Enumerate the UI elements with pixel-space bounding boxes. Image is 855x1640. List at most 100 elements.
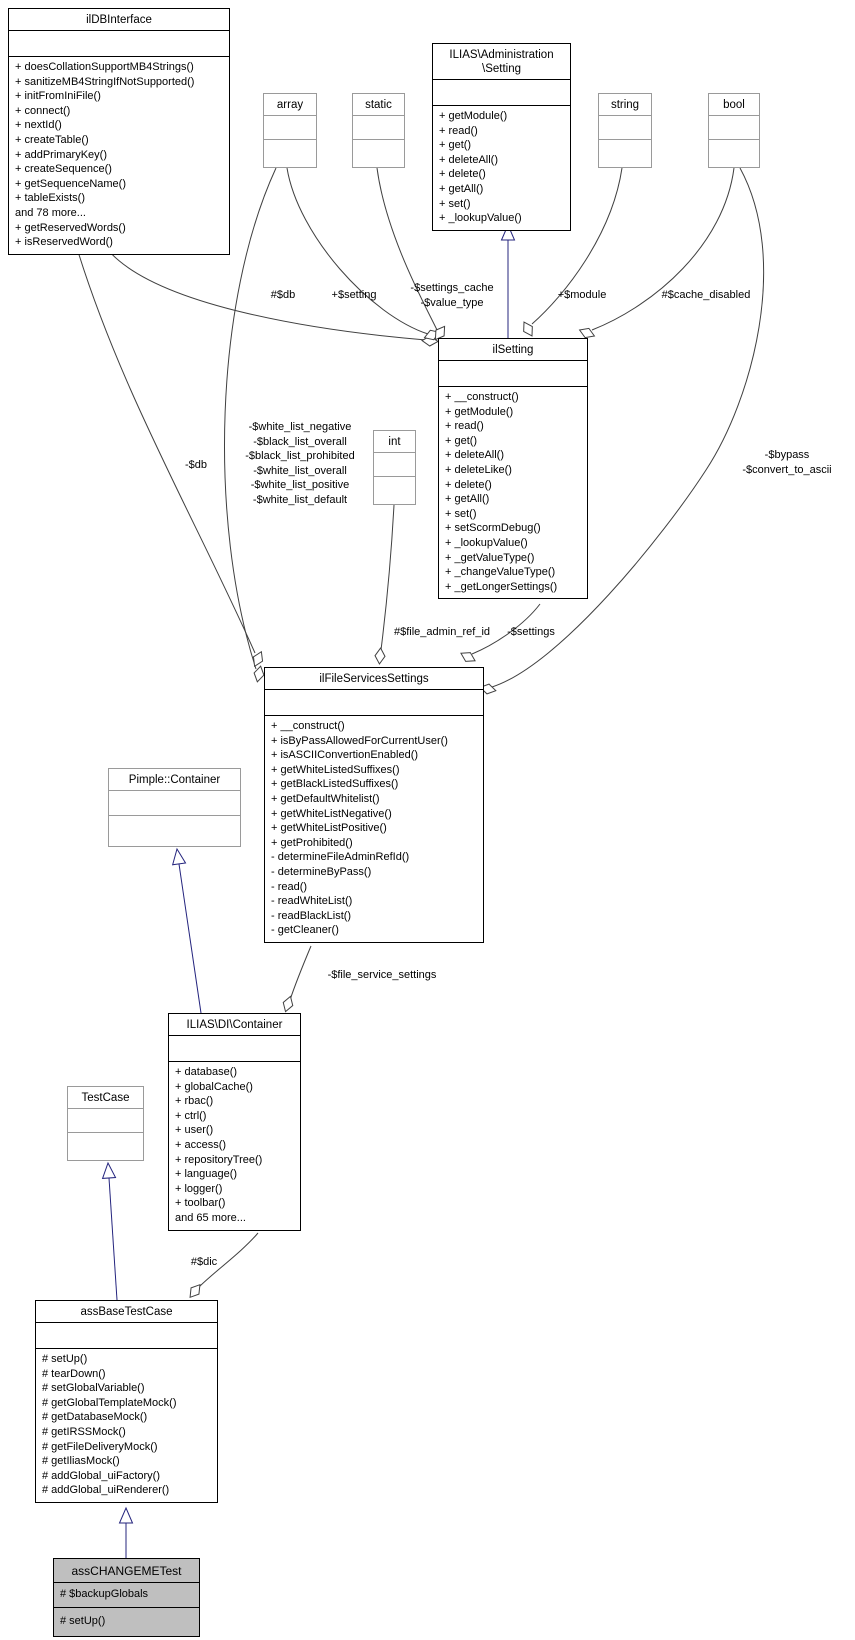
member-line: # getIRSSMock() <box>42 1425 126 1438</box>
member-line: # setUp() <box>60 1615 106 1627</box>
class-box-array: array <box>263 93 317 168</box>
edge-filesettings-to-dicontainer <box>289 945 312 1001</box>
class-title: ilDBInterface <box>9 9 229 31</box>
edge-ilsetting-to-filesettings <box>471 603 541 655</box>
edge-bool-to-ilsetting <box>591 167 735 331</box>
member-line: + __construct() <box>445 391 519 403</box>
class-box-int: int <box>373 430 416 505</box>
class-methods <box>353 140 404 147</box>
member-line: + createTable() <box>15 133 89 146</box>
class-box-bool: bool <box>708 93 760 168</box>
member-line: + get() <box>439 139 472 152</box>
member-line: + _changeValueType() <box>445 566 556 579</box>
class-attributes <box>374 453 415 477</box>
class-title: int <box>374 431 415 453</box>
member-line: # getDatabaseMock() <box>42 1411 148 1424</box>
class-methods <box>374 477 415 484</box>
member-line: # $backupGlobals <box>60 1588 149 1600</box>
member-line: + _getValueType() <box>445 551 535 564</box>
member-line: + initFromIniFile() <box>15 90 101 103</box>
member-line: + user() <box>175 1124 214 1137</box>
member-line: + getAll() <box>445 493 490 506</box>
member-line: + isReservedWord() <box>15 236 113 249</box>
member-line: + _lookupValue() <box>439 212 522 225</box>
class-box-ilias-di-container[interactable]: ILIAS\DI\Container + database()+ globalC… <box>168 1013 301 1231</box>
class-attributes <box>9 31 229 57</box>
member-line: + getAll() <box>439 182 484 195</box>
class-box-string: string <box>598 93 652 168</box>
member-line: # addGlobal_uiFactory() <box>42 1469 161 1482</box>
member-line: # getIliasMock() <box>42 1455 120 1468</box>
member-line: + ctrl() <box>175 1109 207 1122</box>
member-line: + set() <box>445 507 477 520</box>
class-methods <box>109 816 240 823</box>
member-line: + logger() <box>175 1182 223 1195</box>
member-line: + access() <box>175 1138 227 1151</box>
member-line: + getDefaultWhitelist() <box>271 792 380 805</box>
edge-db-to-filesettings <box>75 244 256 654</box>
member-line: + read() <box>445 420 484 433</box>
class-methods: + database()+ globalCache()+ rbac()+ ctr… <box>169 1062 300 1230</box>
edge-label-bypass: -$bypass -$convert_to_ascii <box>742 449 832 476</box>
class-box-asschangemetest[interactable]: assCHANGEMETest # $backupGlobals # setUp… <box>53 1558 200 1637</box>
member-line: + getModule() <box>439 110 508 122</box>
class-box-ilfileservicessettings[interactable]: ilFileServicesSettings + __construct()+ … <box>264 667 484 943</box>
class-methods: + __construct() + getModule() + read() + ge… <box>439 387 587 598</box>
member-line: + toolbar() <box>175 1197 226 1210</box>
class-box-assbasetestcase[interactable]: assBaseTestCase # setUp()# tearDown()# s… <box>35 1300 218 1503</box>
edge-array-to-ilsetting <box>286 167 429 335</box>
class-methods <box>264 140 316 147</box>
member-line: + delete() <box>439 168 486 181</box>
member-line: + getBlackListedSuffixes() <box>271 778 399 791</box>
edge-label-file-service-settings: -$file_service_settings <box>327 969 437 981</box>
edge-bool-to-filesettings <box>491 167 765 688</box>
member-line: + deleteAll() <box>439 153 499 166</box>
member-line: - readWhiteList() <box>271 895 353 908</box>
edge-int-to-filesettings <box>380 504 395 651</box>
class-box-ildbinterface[interactable]: ilDBInterface + doesCollationSupportMB4S… <box>8 8 230 255</box>
edge-label-db: #$db <box>270 289 296 301</box>
member-line: + getReservedWords() <box>15 221 126 234</box>
member-line: + read() <box>439 124 478 137</box>
class-title: string <box>599 94 651 116</box>
member-line: # getFileDeliveryMock() <box>42 1440 158 1453</box>
member-line: + language() <box>175 1168 238 1181</box>
class-methods: + doesCollationSupportMB4Strings()+ sani… <box>9 57 229 254</box>
member-line: + getModule() <box>445 405 514 418</box>
member-line: + createSequence() <box>15 163 112 176</box>
member-line: + deleteAll() <box>445 449 505 462</box>
member-line: + tableExists() <box>15 192 85 205</box>
member-line: + sanitizeMB4StringIfNotSupported() <box>15 75 195 88</box>
class-methods: + getModule() + read() + get()+ deleteAll(… <box>433 106 570 230</box>
class-methods <box>709 140 759 147</box>
member-line: # tearDown() <box>42 1367 106 1380</box>
member-line: + nextId() <box>15 119 62 132</box>
member-line: + _lookupValue() <box>445 536 528 549</box>
edge-label-setting: +$setting <box>331 289 377 301</box>
member-line: + setScormDebug() <box>445 522 541 535</box>
edge-db-to-ilsetting <box>103 244 427 341</box>
edge-label-module: +$module <box>557 289 607 301</box>
class-methods: + __construct()+ isByPassAllowedForCurre… <box>265 716 483 942</box>
class-title: ILIAS\DI\Container <box>169 1014 300 1036</box>
class-attributes <box>36 1323 217 1349</box>
class-box-ilsetting[interactable]: ilSetting + __construct()+ getModule()+ … <box>438 338 588 600</box>
class-attributes <box>68 1109 143 1133</box>
class-attributes <box>709 116 759 140</box>
class-attributes <box>109 791 240 816</box>
class-box-ilias-administration-setting[interactable]: ILIAS\Administration \Setting + getModul… <box>432 43 571 231</box>
edge-static-to-ilsetting <box>376 167 438 331</box>
class-methods <box>599 140 651 147</box>
member-line: - readBlackList() <box>271 909 352 922</box>
member-line: + getWhiteListNegative() <box>271 807 392 820</box>
class-methods: # setUp()# tearDown()# setGlobalVariable… <box>36 1349 217 1502</box>
class-title: ilSetting <box>439 339 587 361</box>
member-line: - determineFileAdminRefId() <box>271 851 410 864</box>
class-title: ilFileServicesSettings <box>265 668 483 690</box>
class-box-testcase: TestCase <box>67 1086 144 1161</box>
member-line: + getProhibited() <box>271 836 353 849</box>
edge-dicontainer-inherits-pimple <box>178 863 202 1014</box>
class-attributes <box>265 690 483 716</box>
class-attributes <box>169 1036 300 1062</box>
